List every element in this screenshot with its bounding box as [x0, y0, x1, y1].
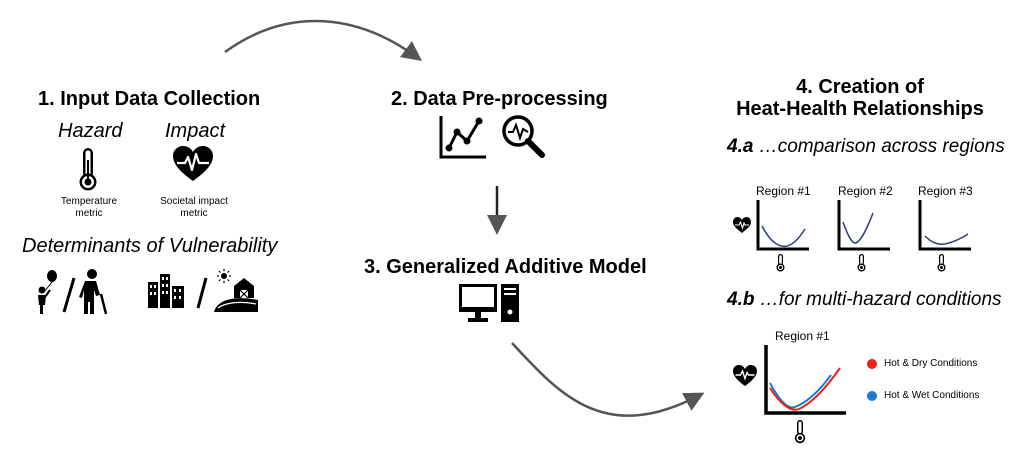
slash-divider: [196, 277, 208, 309]
region-2-curve: [842, 212, 874, 244]
legend-marker-hot-dry: [867, 359, 877, 369]
thermometer-icon: [79, 148, 97, 191]
step3-title: 3. Generalized Additive Model: [364, 256, 647, 278]
region-1-label: Region #1: [756, 184, 811, 198]
line-chart-icon: [439, 116, 486, 159]
subtitle-4b-number: 4.b: [727, 289, 755, 310]
region-1-curve: [761, 225, 806, 248]
child-and-elderly-icon: [38, 269, 108, 315]
magnifier-analysis-icon: [502, 115, 545, 158]
region-3-plot: [918, 200, 971, 272]
city-buildings-icon: [148, 274, 184, 308]
arrow-step3-to-step4: [511, 342, 705, 417]
multi-hazard-axes: [764, 345, 846, 415]
step4-title: 4. Creation of Heat-Health Relationships: [722, 76, 998, 120]
step4-title-line2: Heat-Health Relationships: [736, 98, 984, 120]
legend-marker-hot-wet: [867, 391, 877, 401]
slash-divider: [62, 277, 76, 313]
multi-hazard-region-label: Region #1: [775, 329, 830, 343]
farm-barn-icon: [214, 269, 258, 312]
hot-wet-curve: [769, 374, 832, 409]
legend-label-hot-dry: Hot & Dry Conditions: [884, 358, 978, 369]
legend-label-hot-wet: Hot & Wet Conditions: [884, 390, 980, 401]
hot-dry-curve: [769, 367, 841, 411]
impact-caption: Societal impact metric: [152, 196, 236, 220]
region-2-plot: [837, 200, 890, 272]
subtitle-4a-number: 4.a: [727, 136, 754, 157]
heart-rate-icon: [173, 146, 213, 181]
subtitle-4b: 4.b …for multi-hazard conditions: [727, 289, 1002, 311]
temperature-caption-line1: Temperature: [60, 196, 118, 207]
arrow-step1-to-step2: [224, 19, 423, 61]
urban-and-rural-icon: [148, 269, 258, 312]
region-2-label: Region #2: [838, 184, 893, 198]
computer-icon: [459, 284, 519, 322]
elderly-with-cane-icon: [79, 269, 108, 315]
subtitle-4b-text: …for multi-hazard conditions: [754, 289, 1002, 310]
region-1-plot: [756, 200, 809, 272]
impact-caption-line2: metric: [180, 208, 208, 219]
child-with-balloon-icon: [38, 270, 57, 314]
temperature-axis-thermometer-icon-large: [794, 420, 806, 444]
subtitle-4a: 4.a …comparison across regions: [727, 136, 1005, 158]
subtitle-4a-text: …comparison across regions: [753, 136, 1005, 157]
region-3-label: Region #3: [918, 184, 973, 198]
impact-label: Impact: [165, 120, 226, 142]
determinants-label: Determinants of Vulnerability: [22, 235, 278, 257]
hazard-label: Hazard: [58, 120, 123, 142]
impact-caption-line1: Societal impact: [160, 196, 228, 207]
health-axis-heart-icon-large: [733, 365, 757, 386]
region-3-curve: [924, 233, 969, 245]
temperature-caption-line2: metric: [75, 208, 103, 219]
step1-title: 1. Input Data Collection: [38, 88, 261, 110]
step2-title: 2. Data Pre-processing: [391, 88, 608, 110]
temperature-caption: Temperature metric: [52, 196, 126, 220]
step4-title-line1: 4. Creation of: [796, 76, 924, 98]
